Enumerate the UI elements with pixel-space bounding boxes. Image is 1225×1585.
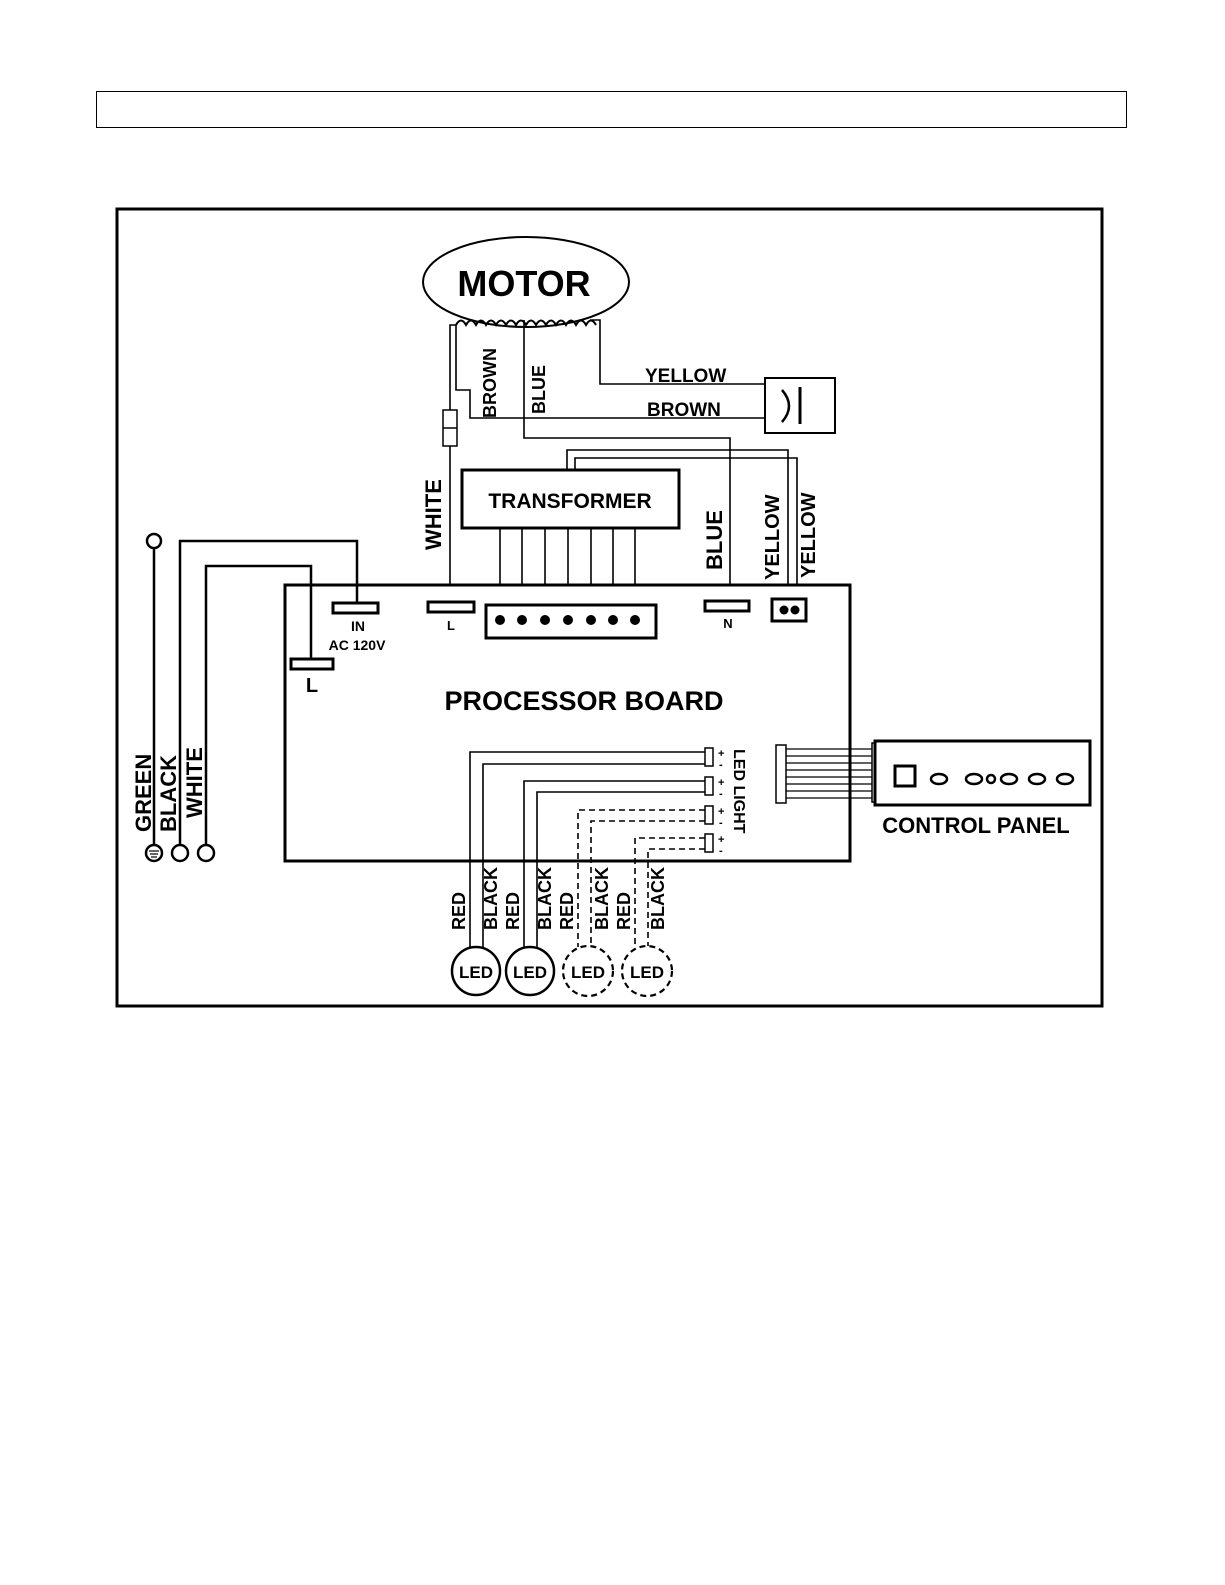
- terminal-l-board: [428, 602, 474, 612]
- control-panel-indicator: [987, 775, 995, 783]
- wire-label-blue-vertical: BLUE: [529, 365, 549, 414]
- wire-label-black: BLACK: [156, 755, 181, 832]
- wire-label-yellow-cap: YELLOW: [645, 366, 726, 387]
- terminal-in: [333, 603, 378, 613]
- led-2: LED: [506, 947, 554, 995]
- led-4-label: LED: [630, 963, 664, 982]
- wire-label-blue-board: BLUE: [702, 510, 727, 570]
- led-1-red-label: RED: [449, 892, 469, 930]
- led-3-optional: LED: [563, 946, 613, 996]
- led-4-red-label: RED: [614, 892, 634, 930]
- led-2-label: LED: [513, 963, 547, 982]
- led-1: LED: [452, 947, 500, 995]
- capacitor-connector: [772, 599, 806, 621]
- led-2-red-label: RED: [503, 892, 523, 930]
- wire-label-yellow-1: YELLOW: [762, 494, 784, 580]
- control-panel-button-3: [1001, 774, 1017, 784]
- terminal-n-label: N: [723, 616, 732, 631]
- processor-board-label: PROCESSOR BOARD: [444, 686, 723, 716]
- led-3-label: LED: [571, 963, 605, 982]
- terminal-l-main-label: L: [306, 675, 318, 697]
- led-1-black-label: BLACK: [481, 867, 501, 930]
- led-2-black-label: BLACK: [535, 867, 555, 930]
- supply-terminal-top: [147, 534, 161, 548]
- wire-label-yellow-2: YELLOW: [798, 492, 820, 578]
- wire-label-brown-cap: BROWN: [647, 400, 721, 421]
- led-3-black-label: BLACK: [592, 867, 612, 930]
- control-panel-button-5: [1057, 774, 1073, 784]
- control-panel-label: CONTROL PANEL: [882, 813, 1069, 838]
- wire-label-brown-vertical: BROWN: [480, 348, 500, 418]
- led-pin-minus-1: -: [719, 759, 723, 771]
- wire-label-green: GREEN: [131, 754, 156, 832]
- white-terminal: [198, 845, 214, 861]
- led-light-label: LED LIGHT: [730, 749, 747, 834]
- led-pin-minus-4: -: [719, 845, 723, 857]
- control-panel-button-1: [931, 774, 947, 784]
- control-panel-button-2: [966, 774, 982, 784]
- transformer-label: TRANSFORMER: [488, 490, 651, 513]
- control-panel-button-4: [1029, 774, 1045, 784]
- led-pin-minus-2: -: [719, 788, 723, 800]
- led-pin-minus-3: -: [719, 817, 723, 829]
- terminal-l-board-label: L: [447, 618, 455, 633]
- terminal-in-label: IN: [351, 618, 365, 634]
- black-terminal: [172, 845, 188, 861]
- control-panel: [875, 741, 1090, 805]
- terminal-ac-label: AC 120V: [329, 637, 386, 653]
- led-4-black-label: BLACK: [648, 867, 668, 930]
- ground-terminal: [146, 845, 162, 861]
- led-1-label: LED: [459, 963, 493, 982]
- control-panel-display: [895, 766, 915, 786]
- motor-label: MOTOR: [457, 263, 590, 304]
- led-4-optional: LED: [622, 946, 672, 996]
- wire-label-white: WHITE: [421, 479, 446, 550]
- terminal-n: [705, 601, 749, 611]
- transformer-header: [486, 605, 656, 638]
- wire-label-white-supply: WHITE: [182, 747, 207, 818]
- motor: MOTOR: [423, 237, 629, 327]
- led-3-red-label: RED: [557, 892, 577, 930]
- transformer: TRANSFORMER: [462, 470, 679, 528]
- terminal-l-main: [291, 659, 333, 669]
- capacitor: [765, 378, 835, 433]
